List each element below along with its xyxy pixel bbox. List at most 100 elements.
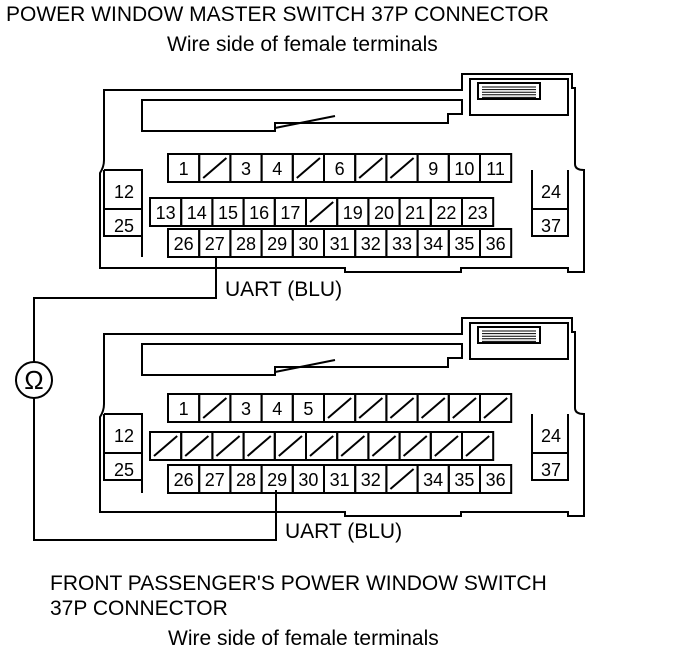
unused-terminal-slash [215,435,241,457]
terminal-label: 37 [541,460,561,480]
terminal-label: 33 [392,234,412,254]
terminal-label: 22 [436,203,456,223]
terminal-label: 4 [272,159,282,179]
terminal-label: 24 [541,426,561,446]
unused-terminal-slash [483,397,508,419]
unused-terminal-slash [389,397,415,419]
terminal-row1 [479,153,513,183]
terminal-label: 25 [114,460,134,480]
terminal-label: 30 [298,470,318,490]
terminal-label: 31 [330,470,350,490]
terminal-label: 19 [343,203,363,223]
terminal-label: 17 [280,203,300,223]
terminal-label: 1 [179,159,189,179]
unused-terminal-slash [402,435,428,457]
top-connector-title: POWER WINDOW MASTER SWITCH 37P CONNECTOR [6,3,549,26]
terminal-label: 3 [241,399,251,419]
unused-terminal-slash [327,397,352,419]
unused-terminal-slash [309,435,334,457]
meter-lead-wire [33,258,277,541]
lock-tab-slot [477,82,541,100]
terminal-label: 32 [361,234,381,254]
latch-detail-line [274,115,336,129]
terminal-label: 23 [468,203,488,223]
unused-terminal-slash [184,435,210,457]
connector-housing [99,73,585,273]
unused-terminal-slash [389,468,415,490]
terminal-label: 34 [423,470,443,490]
terminal-label: 36 [486,470,506,490]
terminal-label: 15 [218,203,238,223]
unused-terminal-slash [202,397,228,419]
terminal-label: 36 [486,234,506,254]
ohm-symbol: Ω [24,365,43,395]
terminal-label: 31 [330,234,350,254]
terminal-label: 21 [405,203,425,223]
lock-tab [469,78,569,116]
lock-tab [469,322,569,360]
terminal-row3 [479,464,513,494]
connector-housing [99,317,585,517]
terminal-label: 35 [454,234,474,254]
unused-terminal-slash [202,157,228,179]
terminal-label: 34 [423,234,443,254]
terminal-label: 28 [236,470,256,490]
unused-terminal-slash [434,435,459,457]
terminal-label: 9 [428,159,438,179]
unused-terminal-slash [340,435,366,457]
unused-terminal-slash [153,435,178,457]
unused-terminal-slash [358,397,384,419]
terminal-label: 32 [361,470,381,490]
bottom-connector-subtitle: Wire side of female terminals [168,627,439,650]
terminal-label: 24 [541,182,561,202]
unused-terminal-slash [371,435,397,457]
terminal-label: 10 [454,159,474,179]
terminal-label: 30 [298,234,318,254]
terminal-row1 [479,393,513,423]
terminal-label: 12 [114,426,134,446]
unused-terminal-slash [246,435,272,457]
ohm-meter-icon [15,361,53,399]
terminal-label: 29 [267,470,287,490]
terminal-label: 5 [303,399,313,419]
terminal-label: 37 [541,216,561,236]
bottom-connector-title-line2: 37P CONNECTOR [50,597,228,620]
unused-terminal-slash [309,201,334,223]
terminal-label: 6 [335,159,345,179]
terminal-row2 [461,197,495,227]
bottom-connector-title-line1: FRONT PASSENGER'S POWER WINDOW SWITCH [50,572,547,595]
lock-tab-slot [477,326,541,344]
unused-terminal-slash [420,397,446,419]
connector-latch [141,343,463,376]
top-wire-label: UART (BLU) [225,278,342,301]
terminal-label: 26 [174,470,194,490]
terminal-label: 12 [114,182,134,202]
terminal-label: 4 [272,399,282,419]
terminal-row3 [479,228,513,258]
unused-terminal-slash [358,157,384,179]
terminal-label: 1 [179,399,189,419]
terminal-row2 [461,431,495,461]
connector-latch [141,99,463,132]
unused-terminal-slash [296,157,321,179]
terminal-label: 29 [267,234,287,254]
unused-terminal-slash [389,157,415,179]
terminal-label: 11 [486,159,505,179]
terminal-label: 13 [156,203,176,223]
latch-detail-line [274,359,336,373]
terminal-label: 28 [236,234,256,254]
terminal-label: 27 [205,234,225,254]
terminal-label: 35 [454,470,474,490]
top-connector-subtitle: Wire side of female terminals [167,33,438,56]
unused-terminal-slash [465,435,490,457]
unused-terminal-slash [278,435,303,457]
unused-terminal-slash [452,397,477,419]
bottom-wire-label: UART (BLU) [285,520,402,543]
terminal-label: 3 [241,159,251,179]
terminal-label: 27 [205,470,225,490]
terminal-label: 25 [114,216,134,236]
terminal-label: 20 [374,203,394,223]
